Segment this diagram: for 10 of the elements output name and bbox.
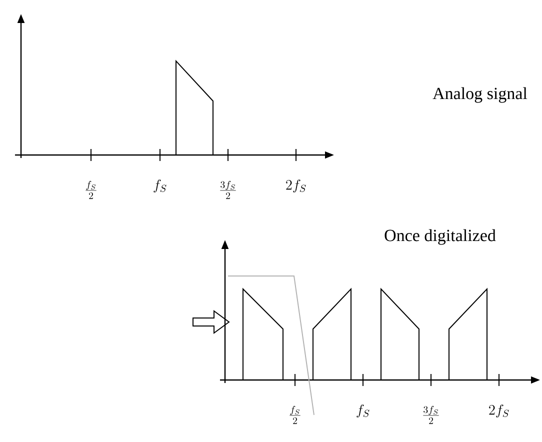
caption-text: Analog signal — [432, 87, 528, 103]
tick-label: $2f_S$ — [286, 179, 306, 193]
tick-label: $\frac{f_S}{2}$ — [86, 180, 96, 200]
tick-label: $2f_S$ — [489, 404, 509, 418]
tick-label: $f_S$ — [356, 404, 370, 418]
tick-label: $\frac{3f_S}{2}$ — [423, 406, 439, 424]
tick-label: $\frac{f_S}{2}$ — [290, 406, 300, 424]
tick-label: $\frac{3f_S}{2}$ — [220, 180, 236, 200]
tick-label: $f_S$ — [154, 179, 166, 193]
caption-text: Once digitalized — [384, 229, 496, 245]
